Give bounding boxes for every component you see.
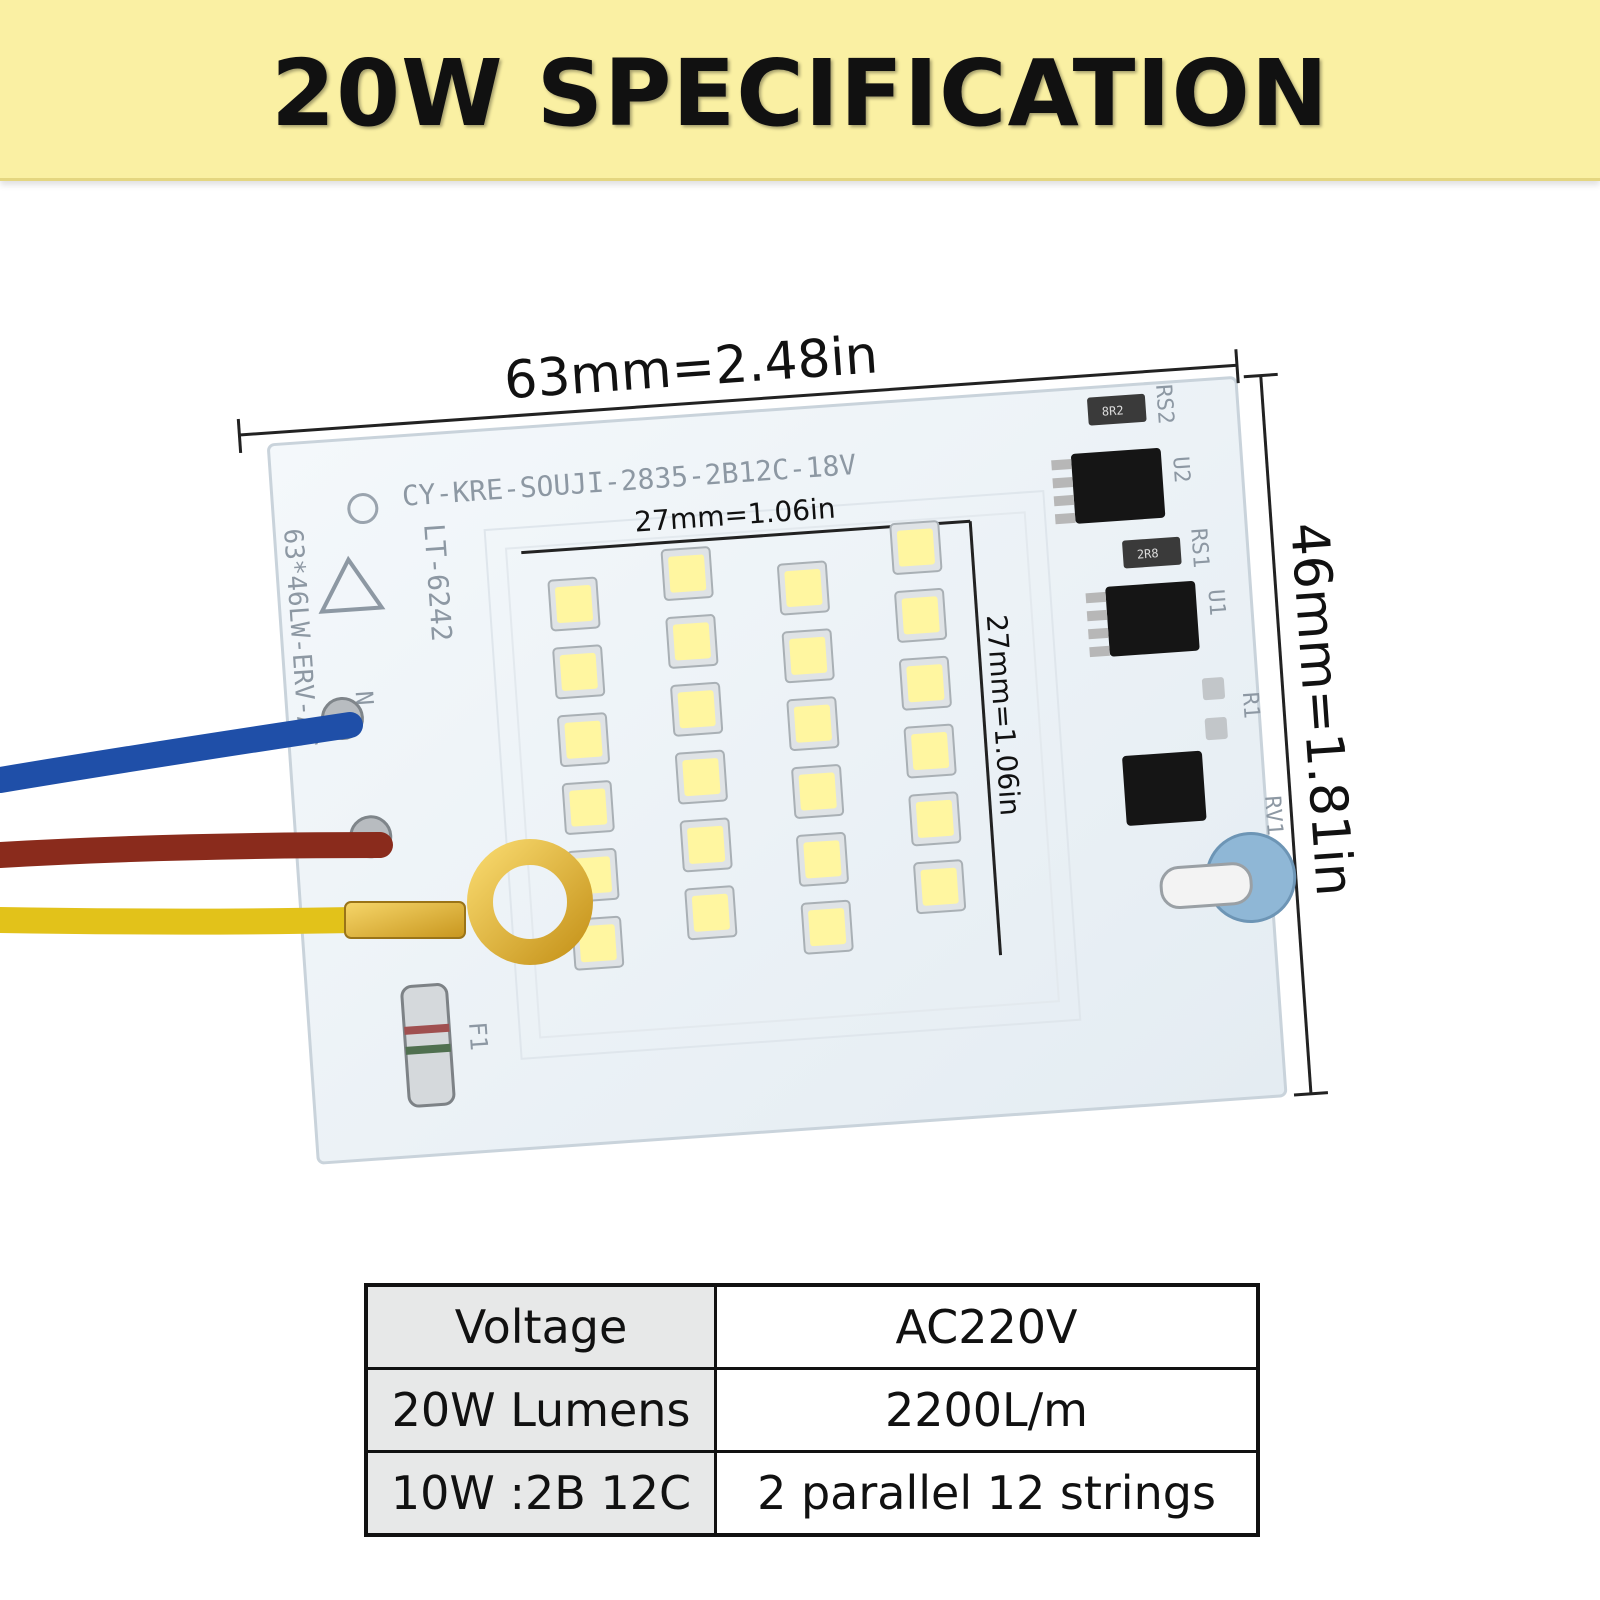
- led-chip-emitter: [793, 704, 832, 743]
- led-chip-emitter: [784, 568, 823, 608]
- led-chip-emitter: [901, 596, 940, 635]
- led-height-dimension-line: [968, 521, 1003, 956]
- led-chip-emitter: [789, 636, 828, 675]
- varistor-lead: [1159, 862, 1253, 910]
- page-title: 20W SPECIFICATION: [271, 40, 1329, 147]
- trace-outline: [504, 511, 1060, 1039]
- spec-value: 2 parallel 12 strings: [714, 1450, 1260, 1537]
- label-u2: U2: [1167, 456, 1194, 484]
- ring-terminal-crimp: [344, 901, 466, 939]
- bridge-rectifier: [1122, 750, 1207, 826]
- rs1-chip-text: 2R8: [1136, 546, 1159, 561]
- spec-label: Voltage: [364, 1283, 717, 1370]
- spec-value: AC220V: [714, 1283, 1260, 1370]
- led-chip-emitter: [555, 585, 594, 624]
- ring-terminal: [467, 839, 593, 965]
- aluminum-board: [267, 376, 1288, 1165]
- ic-u2: [1071, 448, 1166, 524]
- wire-yellow: [0, 907, 368, 935]
- height-dimension-line: [1259, 375, 1313, 1094]
- label-rs2: RS2: [1150, 384, 1178, 425]
- board-part-text: LT-6242: [417, 522, 458, 642]
- led-chip-emitter: [896, 528, 935, 567]
- led-board-illustration: CY-KRE-SOUJI-2835-2B12C-18V LT-6242 63*4…: [0, 325, 1364, 1165]
- led-chip-emitter: [668, 554, 707, 593]
- rs2-chip-text: 8R2: [1101, 403, 1124, 418]
- width-dimension-line: [239, 363, 1238, 437]
- label-f1: F1: [463, 1021, 493, 1052]
- product-photo: CY-KRE-SOUJI-2835-2B12C-18V LT-6242 63*4…: [0, 180, 1600, 1260]
- led-chip-emitter: [915, 799, 954, 838]
- height-dimension-tick: [1293, 1091, 1329, 1097]
- ic-u1-pins: [1085, 591, 1110, 658]
- led-chip-emitter: [808, 908, 847, 947]
- label-n: N: [350, 690, 379, 706]
- resistor-rs1: [1122, 536, 1182, 569]
- wire-blue: [0, 712, 363, 793]
- led-grid: [547, 520, 967, 971]
- spec-value: 2200L/m: [714, 1367, 1260, 1453]
- led-chip-emitter: [672, 622, 711, 661]
- led-chip-emitter: [803, 840, 842, 879]
- trace-outline: [483, 489, 1082, 1060]
- led-chip-emitter: [564, 720, 603, 759]
- height-dimension-label: 46mm=1.81in: [1278, 521, 1364, 899]
- led-chip-emitter: [569, 788, 608, 827]
- esd-warning-icon: [318, 555, 386, 614]
- led-chip-emitter: [911, 732, 950, 771]
- label-rs1: RS1: [1185, 527, 1213, 568]
- led-chip-emitter: [682, 758, 721, 797]
- label-r1: R1: [1237, 691, 1264, 719]
- width-dimension-label: 63mm=2.48in: [502, 325, 880, 411]
- led-chip-emitter: [677, 690, 716, 729]
- height-dimension-tick: [1243, 372, 1278, 379]
- ic-u2-pins: [1051, 459, 1076, 525]
- width-dimension-tick: [236, 418, 243, 454]
- spec-label: 20W Lumens: [364, 1367, 717, 1453]
- led-chip-emitter: [559, 652, 598, 691]
- wire-brown: [0, 832, 393, 868]
- width-dimension-tick: [1234, 349, 1240, 384]
- label-u1: U1: [1203, 588, 1230, 616]
- led-chip-emitter: [578, 924, 617, 963]
- resistor-rs2: [1087, 393, 1147, 426]
- fuse-band: [405, 1043, 451, 1055]
- fuse-band: [404, 1023, 450, 1035]
- led-chip-emitter: [691, 893, 730, 932]
- led-chip-emitter: [687, 825, 726, 864]
- label-rv1: RV1: [1259, 795, 1287, 836]
- ic-u1: [1105, 580, 1200, 657]
- resistor-r1-pad: [1201, 677, 1226, 701]
- led-chip-emitter: [906, 664, 945, 703]
- sun-logo-icon: [347, 493, 379, 525]
- title-banner: 20W SPECIFICATION: [0, 0, 1600, 181]
- led-chip-emitter: [920, 867, 959, 906]
- resistor-r1-pad: [1204, 717, 1228, 741]
- spec-label: 10W :2B 12C: [364, 1450, 717, 1537]
- led-chip-emitter: [798, 772, 837, 811]
